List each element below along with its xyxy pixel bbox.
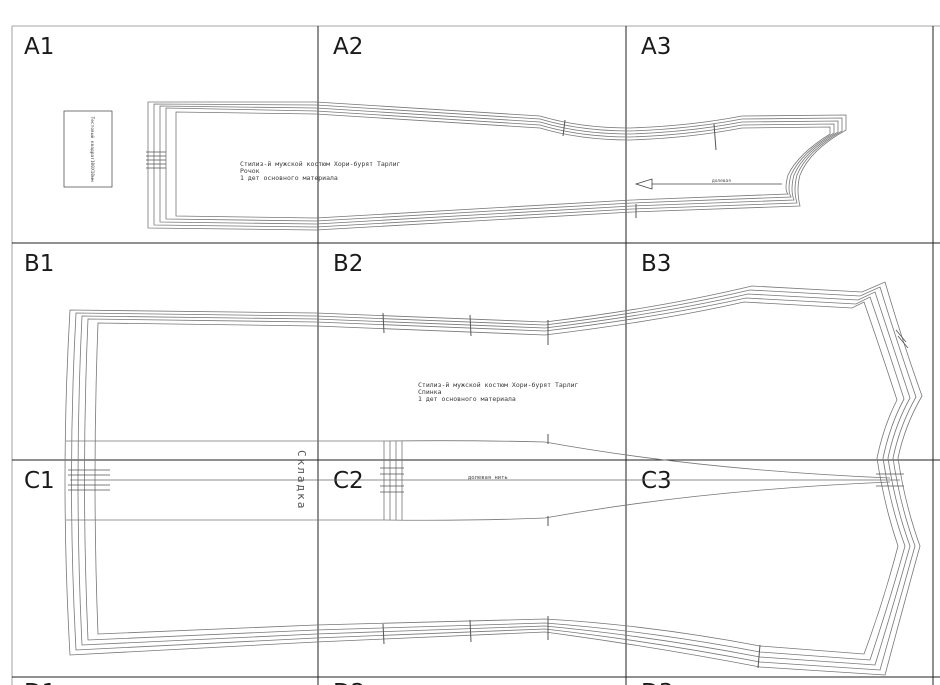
piece-a-count: 1 дет основного материала	[240, 174, 338, 182]
tile-label-c3: C3	[641, 468, 672, 494]
piece-a-outline-1	[147, 101, 847, 231]
dart-bottom	[383, 481, 891, 521]
notch	[382, 312, 385, 334]
tile-label-c1: C1	[24, 468, 55, 494]
grainline-label-b: долевая нить	[468, 475, 508, 481]
tile-label-d2: D2	[333, 680, 365, 685]
test-square	[63, 110, 113, 188]
notch	[469, 619, 472, 643]
tile-label-a2: A2	[333, 34, 363, 60]
pattern-piece-a: Тестовый квадрат100Х10мм долевая Ст	[63, 101, 847, 231]
notch	[469, 314, 472, 337]
piece-a-title: Стилиз-й мужской костюм Хори-бурят Тарли…	[240, 160, 401, 168]
notch	[562, 119, 566, 137]
piece-a-outline-4	[165, 107, 835, 222]
piece-a-outline-2	[153, 103, 843, 228]
tile-label-b2: B2	[333, 251, 363, 277]
grainline-arrow-icon	[634, 178, 653, 190]
piece-b-name: Спинка	[418, 388, 442, 396]
fold-label: Складка	[295, 450, 308, 510]
tile-label-b1: B1	[24, 251, 54, 277]
piece-b-outline-2	[71, 286, 917, 671]
piece-a-outline-3	[159, 105, 839, 225]
piece-b-title: Стилиз-й мужской костюм Хори-бурят Тарли…	[418, 381, 579, 389]
piece-b-outline-5	[94, 301, 899, 655]
tile-label-a1: A1	[24, 34, 54, 60]
piece-b-outline-4	[84, 296, 906, 661]
tile-label-c2: C2	[333, 468, 364, 494]
hatch-mark	[897, 335, 909, 349]
dart-top	[383, 440, 891, 479]
piece-a-outline-5	[175, 111, 831, 219]
pattern-piece-b: Складка долевая нить Стилиз-й мужской ко…	[64, 281, 923, 676]
piece-b-outline-3	[77, 291, 911, 666]
notch	[382, 623, 385, 645]
notch	[713, 123, 717, 151]
piece-a-name: Рочок	[240, 167, 260, 175]
tile-label-b3: B3	[641, 251, 671, 277]
hatch-mark	[895, 329, 907, 343]
piece-b-count: 1 дет основного материала	[418, 395, 516, 403]
tile-grid	[11, 25, 940, 685]
tile-label-d3: D3	[641, 680, 673, 685]
grainline-label: долевая	[712, 179, 731, 184]
tile-label-a3: A3	[641, 34, 671, 60]
test-square-label: Тестовый квадрат100Х10мм	[89, 116, 95, 181]
piece-b-outline-1	[64, 281, 923, 676]
tile-labels: A1 A2 A3 B1 B2 B3 C1 C2 C3 D1 D2 D3	[24, 34, 673, 685]
tile-label-d1: D1	[24, 680, 56, 685]
notch	[757, 644, 761, 669]
